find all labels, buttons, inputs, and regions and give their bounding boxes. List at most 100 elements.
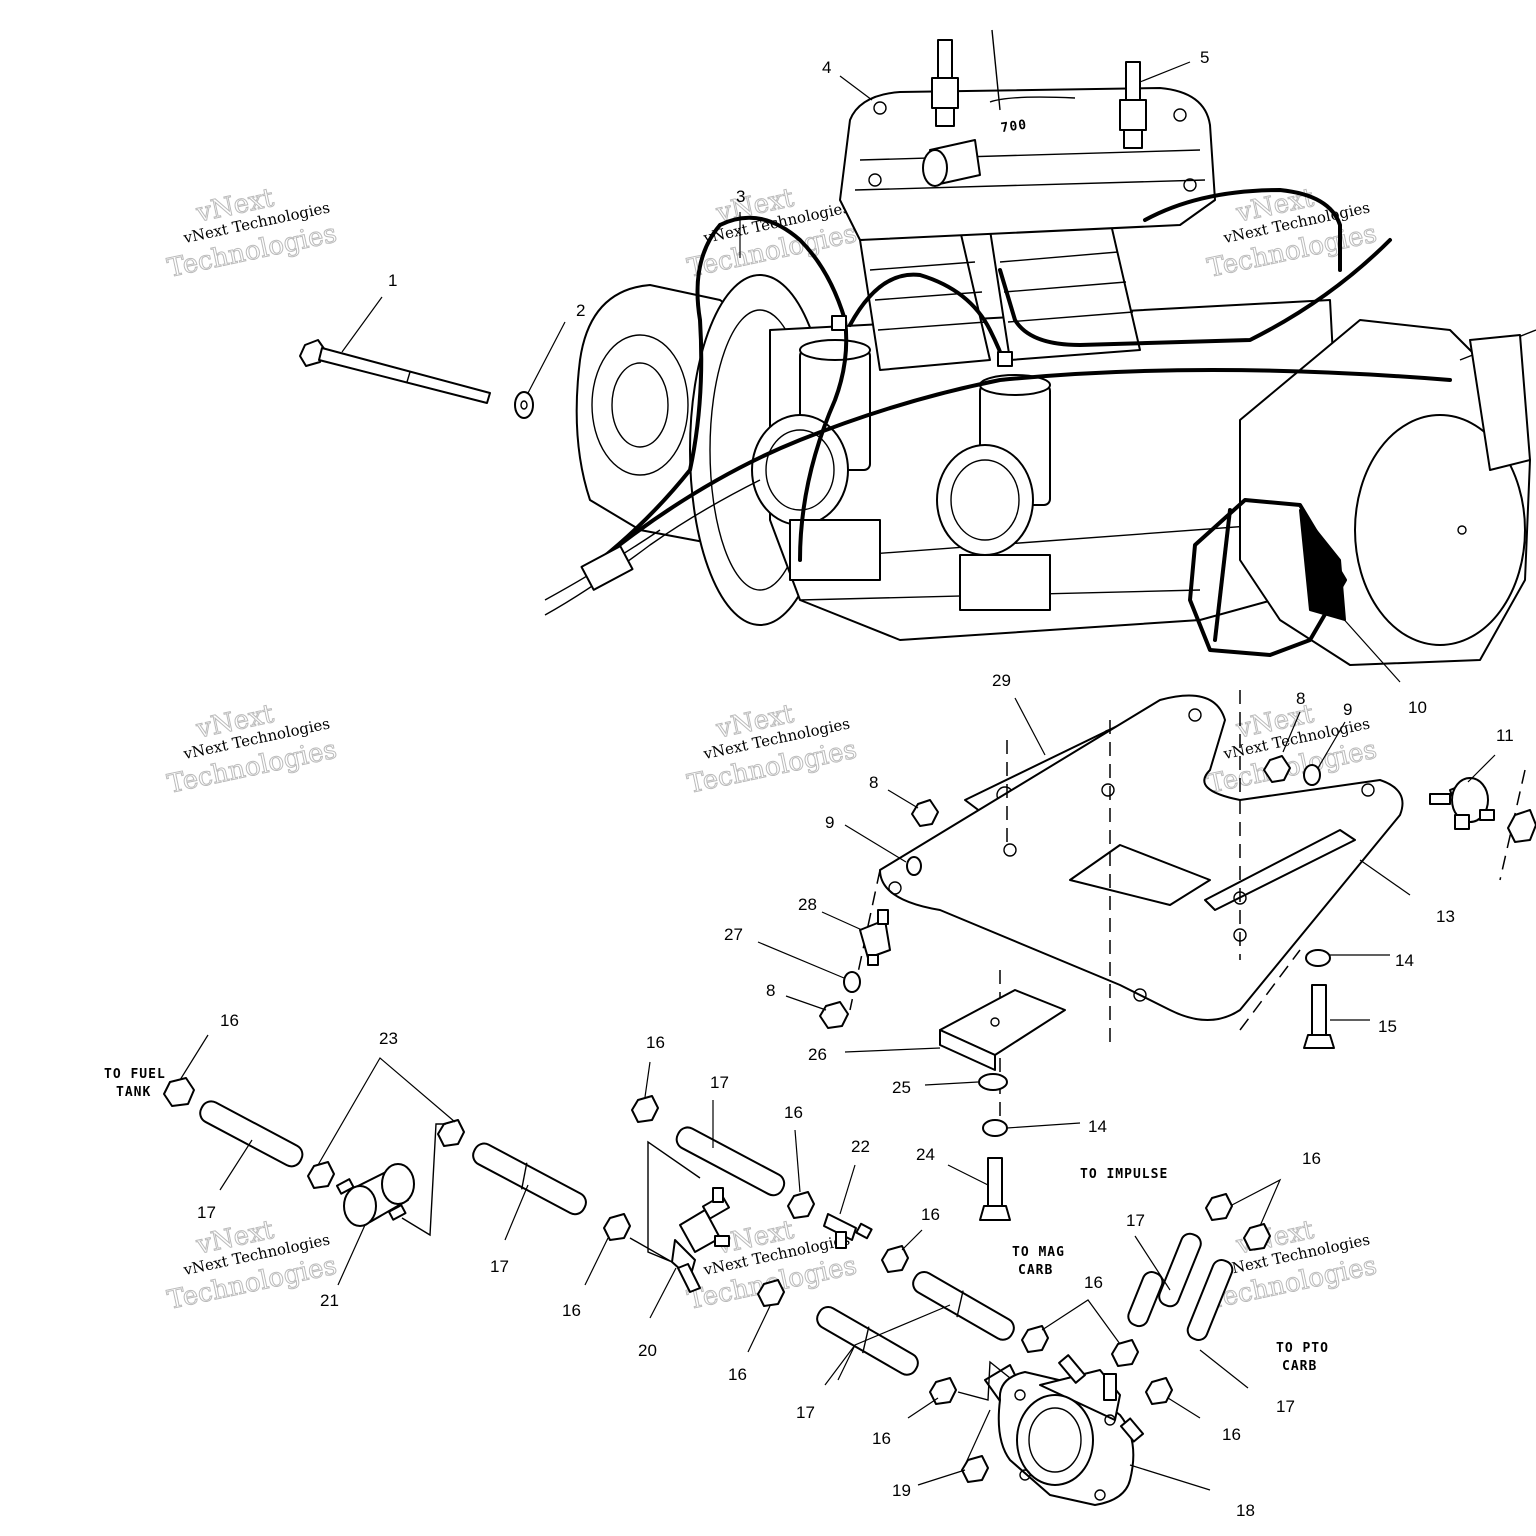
washer-25 <box>978 1073 1008 1091</box>
spark-plug-right <box>1119 61 1147 149</box>
callout-23: 22 <box>851 1137 870 1156</box>
nut-8-c <box>1263 755 1291 783</box>
callout-4: 4 <box>822 58 831 77</box>
callout-28: 28 <box>798 895 817 914</box>
callout-13: 13 <box>1436 907 1455 926</box>
note-to-mag-carb-line1: TO MAG <box>1012 1245 1065 1260</box>
destination-notes: TO FUEL TANK TO IMPULSE TO MAG CARB TO P… <box>104 1067 1329 1374</box>
hose-clamp <box>1021 1325 1049 1353</box>
callout-5: 5 <box>1200 48 1209 67</box>
watermark: vNext vNext Technologies Technologies <box>164 1214 340 1316</box>
hose-clamp <box>929 1377 957 1405</box>
hose-clamp <box>1205 1193 1233 1221</box>
hose-clamp <box>437 1119 465 1147</box>
hose-clamp <box>1145 1377 1173 1405</box>
spark-plug-left <box>931 39 959 127</box>
hose-clamp <box>881 1245 909 1273</box>
callout-11: 11 <box>1496 726 1514 745</box>
callout-21: 21 <box>320 1291 339 1310</box>
nut-11-end <box>1507 809 1536 843</box>
watermark: vNext vNext Technologies Technologies <box>164 698 340 800</box>
watermark: vNext vNext Technologies Technologies <box>684 182 860 284</box>
callout-17: 17 <box>710 1073 729 1092</box>
washer-9-b <box>1303 764 1321 786</box>
callout-17: 17 <box>1276 1397 1295 1416</box>
callout-17: 17 <box>1126 1211 1145 1230</box>
lock-washer-27 <box>843 971 861 993</box>
callout-16: 16 <box>1302 1149 1321 1168</box>
cable-junction-block <box>580 545 634 591</box>
pump-nut-19 <box>961 1455 989 1483</box>
fuel-shutoff-valve <box>671 1187 731 1293</box>
mount-stud-28 <box>859 909 891 966</box>
callout-8: 8 <box>869 773 878 792</box>
callout-16: 16 <box>728 1365 747 1384</box>
callout-14: 14 <box>1088 1117 1107 1136</box>
callout-17: 17 <box>490 1257 509 1276</box>
hose-clamp <box>1111 1339 1139 1367</box>
callout-27: 27 <box>724 925 743 944</box>
lock-washer-14-b <box>982 1119 1008 1137</box>
callout-20: 20 <box>638 1341 657 1360</box>
callout-16: 16 <box>784 1103 803 1122</box>
callout-19: 19 <box>892 1481 911 1500</box>
fuel-hose <box>816 1305 919 1376</box>
callout-8: 8 <box>766 981 775 1000</box>
recoil-cover <box>1354 414 1526 646</box>
tee-fitting <box>823 1213 873 1249</box>
callout-8: 8 <box>1296 689 1305 708</box>
callout-16: 16 <box>646 1033 665 1052</box>
note-to-pto-carb-line1: TO PTO <box>1276 1341 1329 1356</box>
callout-17: 17 <box>796 1403 815 1422</box>
bolt-24 <box>979 1157 1011 1221</box>
callout-24: 24 <box>916 1145 935 1164</box>
cylinder-head-marking: 700 <box>1000 118 1028 137</box>
engine-mount-bolt-1 <box>299 339 491 404</box>
callout-16: 16 <box>1222 1425 1241 1444</box>
rubber-mount-11 <box>1429 777 1495 830</box>
nut-8-b <box>819 1001 849 1029</box>
callout-2: 2 <box>576 301 585 320</box>
lock-washer-14-a <box>1305 949 1331 967</box>
fuel-pump <box>984 1354 1145 1506</box>
fuel-hose <box>1186 1259 1234 1341</box>
watermark: vNext vNext Technologies Technologies <box>684 698 860 800</box>
fuel-system <box>163 1077 1271 1506</box>
washer-9-a <box>906 856 922 876</box>
callout-16: 16 <box>1084 1273 1103 1292</box>
note-to-fuel-tank-line1: TO FUEL <box>104 1067 166 1082</box>
fuel-hose <box>912 1271 1015 1341</box>
engine-mount-group <box>819 690 1536 1221</box>
callout-10: 10 <box>1408 698 1427 717</box>
note-to-mag-carb-line2: CARB <box>1018 1263 1053 1278</box>
fuel-filter <box>335 1163 415 1227</box>
nut-8-a <box>911 799 939 827</box>
bolt-15 <box>1303 984 1335 1049</box>
oil-injection-pump <box>1188 498 1347 657</box>
callout-9: 9 <box>1343 700 1352 719</box>
callout-26: 26 <box>808 1045 827 1064</box>
cylinder-right <box>989 219 1141 361</box>
callout-16: 16 <box>921 1205 940 1224</box>
callout-18: 18 <box>1236 1501 1255 1520</box>
note-to-fuel-tank-line2: TANK <box>116 1085 151 1100</box>
callout-labels: 1 2 3 4 5 10 29 8 9 11 13 14 15 8 9 28 2… <box>197 48 1514 1520</box>
hose-clamp <box>787 1191 815 1219</box>
leader-lines <box>179 61 1496 1491</box>
engine-assembly: 700 <box>544 29 1536 666</box>
callout-22: 23 <box>379 1029 398 1048</box>
callout-9: 9 <box>825 813 834 832</box>
hose-clamp <box>603 1213 631 1241</box>
callout-15: 15 <box>1378 1017 1397 1036</box>
fuel-hose <box>1158 1232 1202 1308</box>
callout-14: 14 <box>1395 951 1414 970</box>
carburetor-mag <box>751 339 881 581</box>
hose-clamp <box>163 1077 195 1107</box>
callout-17: 17 <box>197 1203 216 1222</box>
callout-3: 3 <box>736 187 745 206</box>
note-to-pto-carb-line2: CARB <box>1282 1359 1317 1374</box>
hose-clamp <box>631 1095 659 1123</box>
callout-16: 16 <box>220 1011 239 1030</box>
cylinder-head <box>839 87 1216 241</box>
